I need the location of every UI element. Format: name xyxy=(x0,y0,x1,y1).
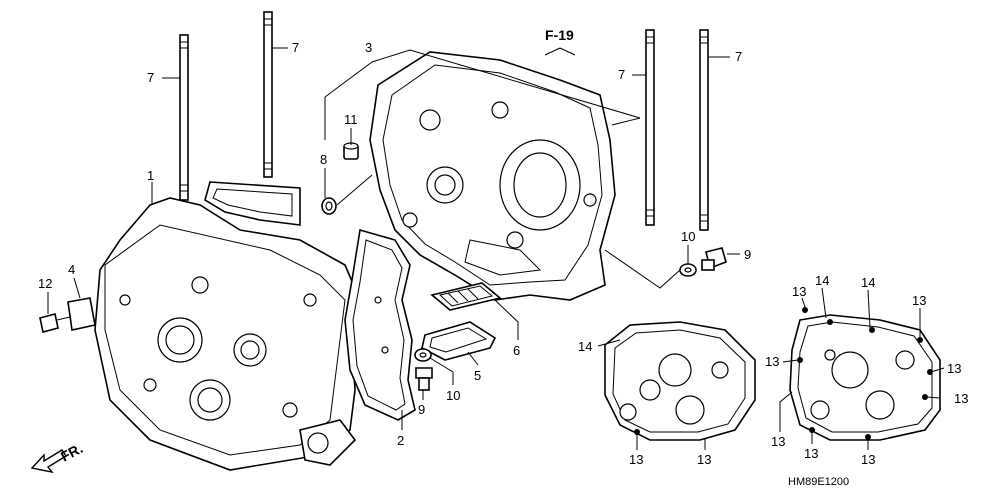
stud-bolt-right-1 xyxy=(645,29,655,226)
callout-14: 14 xyxy=(861,275,875,290)
callout-12: 12 xyxy=(38,276,52,291)
callout-10: 10 xyxy=(446,388,460,403)
callout-7: 7 xyxy=(292,40,299,55)
callout-2: 2 xyxy=(397,433,404,448)
front-direction-indicator: FR. xyxy=(30,440,85,474)
upper-gasket xyxy=(204,181,301,226)
stud-bolt-right-2 xyxy=(699,29,709,231)
sealing-washer-lower xyxy=(414,348,432,362)
flange-bolt xyxy=(39,313,71,333)
leader-lines xyxy=(47,47,945,450)
oil-seal xyxy=(321,197,337,215)
callout-9: 9 xyxy=(744,247,751,262)
crankcase-gasket xyxy=(344,228,416,421)
callout-13: 13 xyxy=(697,452,711,467)
callout-7: 7 xyxy=(147,70,154,85)
callout-11: 11 xyxy=(344,112,358,127)
callout-4: 4 xyxy=(68,262,75,277)
oil-screen xyxy=(430,282,502,311)
callout-13: 13 xyxy=(792,284,806,299)
callout-13: 13 xyxy=(804,446,818,461)
callout-13: 13 xyxy=(947,361,961,376)
drain-bolt-right xyxy=(701,247,727,271)
diagram-code: HM89E1200 xyxy=(788,476,849,488)
callout-8: 8 xyxy=(320,152,327,167)
callout-9: 9 xyxy=(418,402,425,417)
stud-bolt-left-2 xyxy=(263,11,273,178)
crankcase-gasket-view-right xyxy=(789,307,941,441)
front-direction-label: FR. xyxy=(58,440,85,465)
drain-bolt-lower xyxy=(415,367,433,391)
callouts: 7 7 7 7 3 11 8 1 4 12 2 9 10 5 6 10 9 14… xyxy=(38,40,968,467)
callout-7: 7 xyxy=(618,67,625,82)
callout-7: 7 xyxy=(735,49,742,64)
stud-bolt-left-1 xyxy=(179,34,189,201)
callout-10: 10 xyxy=(681,229,695,244)
callout-14: 14 xyxy=(815,273,829,288)
right-crankcase xyxy=(369,51,616,301)
callout-1: 1 xyxy=(147,168,154,183)
callout-5: 5 xyxy=(474,368,481,383)
callout-13: 13 xyxy=(765,354,779,369)
callout-6: 6 xyxy=(513,343,520,358)
arrow-icon xyxy=(30,449,67,474)
left-crankcase xyxy=(94,197,361,471)
screen-gasket xyxy=(421,321,497,361)
callout-13: 13 xyxy=(771,434,785,449)
figure-reference: F-19 xyxy=(545,27,574,43)
breather-plate xyxy=(67,297,96,331)
crankcase-gasket-view-left xyxy=(604,321,756,441)
sealing-washer-right xyxy=(679,263,697,277)
callout-13: 13 xyxy=(861,452,875,467)
callout-14: 14 xyxy=(578,339,592,354)
callout-13: 13 xyxy=(629,452,643,467)
dowel-pin xyxy=(343,142,359,160)
callout-13: 13 xyxy=(912,293,926,308)
callout-13: 13 xyxy=(954,391,968,406)
callout-3: 3 xyxy=(365,40,372,55)
